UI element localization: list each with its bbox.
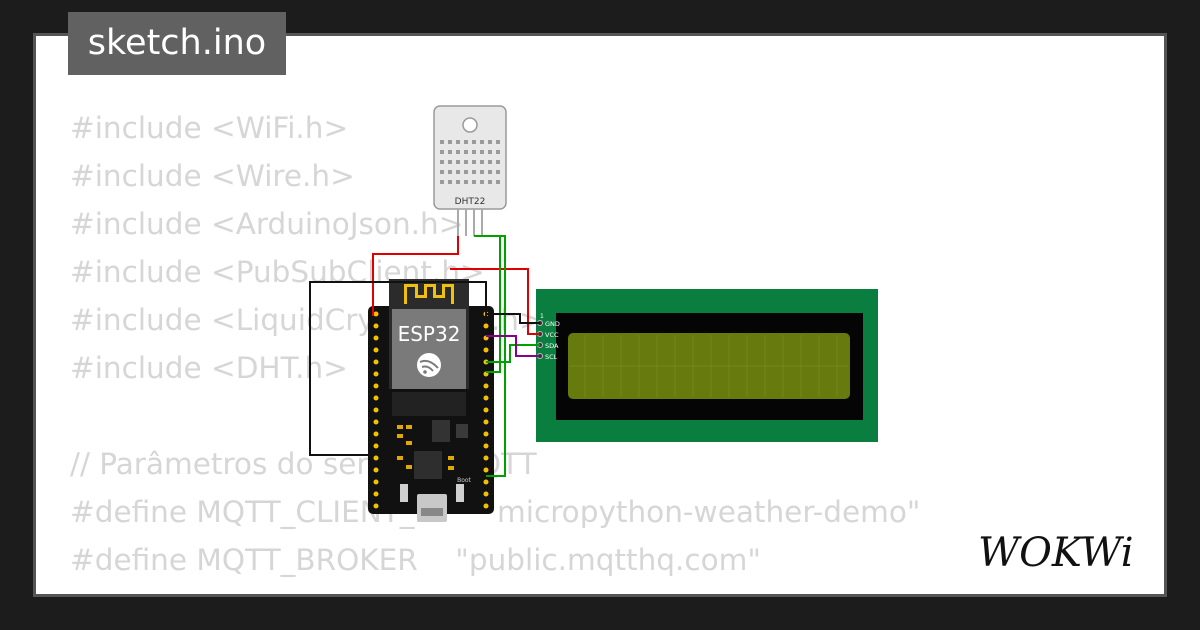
- wokwi-logo: WOKWi: [978, 530, 1134, 576]
- wire-dht-vcc: [372, 236, 459, 316]
- wire-dht-gnd: [482, 235, 501, 373]
- file-tab[interactable]: sketch.ino: [68, 12, 286, 75]
- wire-lcd-gnd: [486, 313, 540, 324]
- lcd-pin-vcc: VCC: [545, 331, 559, 339]
- esp32-right-pins: [483, 311, 489, 509]
- lcd-pin-gnd: GND: [545, 320, 560, 328]
- wire-lcd-scl: [486, 335, 540, 357]
- dht22-label: DHT22: [455, 197, 486, 207]
- lcd-character-grid: [570, 335, 848, 397]
- code-line: #include <DHT.h>: [70, 351, 348, 385]
- lcd-pin-sda: SDA: [545, 342, 559, 350]
- esp32-boot-label: Boot: [457, 477, 471, 484]
- usb-port: [417, 494, 447, 522]
- code-line: #include <ArduinoJson.h>: [70, 207, 464, 241]
- wires: [309, 235, 540, 477]
- wokwi-logo-text: WOKWi: [978, 530, 1134, 576]
- esp32-label: ESP32: [398, 322, 461, 346]
- wire-lcd-sda: [486, 344, 540, 363]
- code-line: #define MQTT_USER "": [70, 584, 920, 594]
- wire-lcd-vcc: [450, 268, 540, 335]
- lcd-pin-marker: 1: [540, 313, 544, 320]
- dht22-sensor[interactable]: DHT22: [433, 105, 507, 236]
- esp32-small-components: [397, 425, 454, 470]
- esp32-board[interactable]: ESP32 Boot: [368, 279, 494, 522]
- dht22-grille: [440, 140, 500, 184]
- espressif-logo-icon: [417, 353, 441, 377]
- canvas-card: #include <WiFi.h> #include <Wire.h> #inclu…: [33, 33, 1167, 597]
- code-line: #include <Wire.h>: [70, 159, 355, 193]
- code-line: #include <PubSubClient.h>: [70, 255, 485, 289]
- code-preview: #include <WiFi.h> #include <Wire.h> #inclu…: [70, 104, 920, 594]
- lcd-pin-scl: SCL: [545, 353, 558, 361]
- code-line: #define MQTT_BROKER "public.mqtthq.com": [70, 543, 761, 577]
- esp32-left-pins: [373, 311, 379, 509]
- code-line: #include <WiFi.h>: [70, 111, 349, 145]
- lcd-display[interactable]: 1 GND VCC SDA SCL: [536, 289, 878, 442]
- esp32-antenna: [404, 284, 454, 304]
- wire-dht-gnd-black: [309, 281, 487, 456]
